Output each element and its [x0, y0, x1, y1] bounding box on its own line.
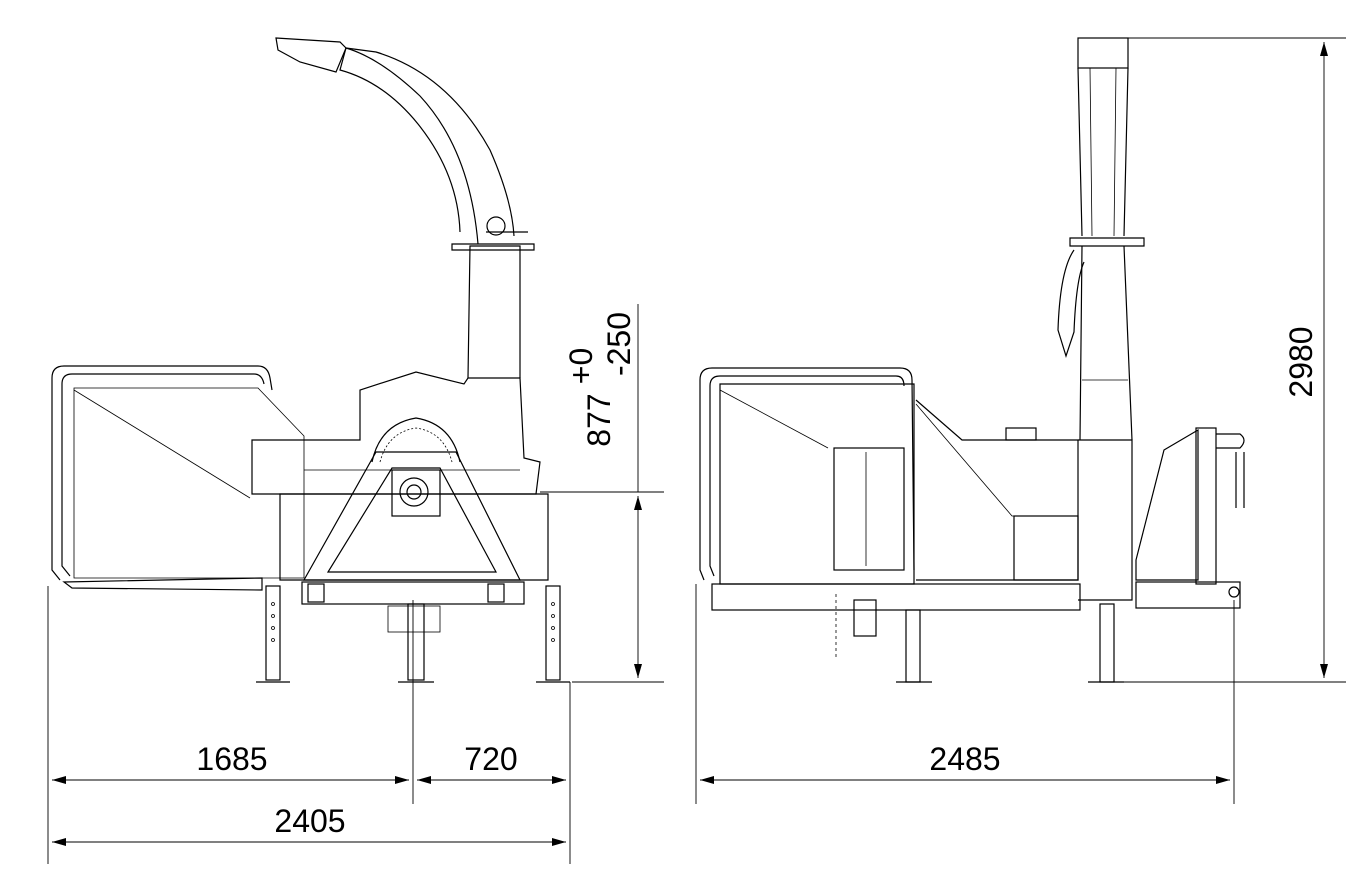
dim-2980: 2980	[1283, 326, 1319, 397]
side-view	[699, 37, 1245, 683]
dim-720: 720	[464, 741, 517, 777]
dim-tolerance-lower: -250	[601, 312, 637, 376]
dim-2485: 2485	[929, 741, 1000, 777]
dim-2405: 2405	[274, 803, 345, 839]
dim-tolerance-upper: +0	[563, 348, 599, 384]
dimension-lines	[47, 37, 1346, 864]
dimension-labels: 1685 720 2405 2485 2980 877 +0 -250	[196, 312, 1319, 839]
dim-877: 877	[581, 393, 617, 446]
front-view	[51, 37, 570, 683]
dim-1685: 1685	[196, 741, 267, 777]
